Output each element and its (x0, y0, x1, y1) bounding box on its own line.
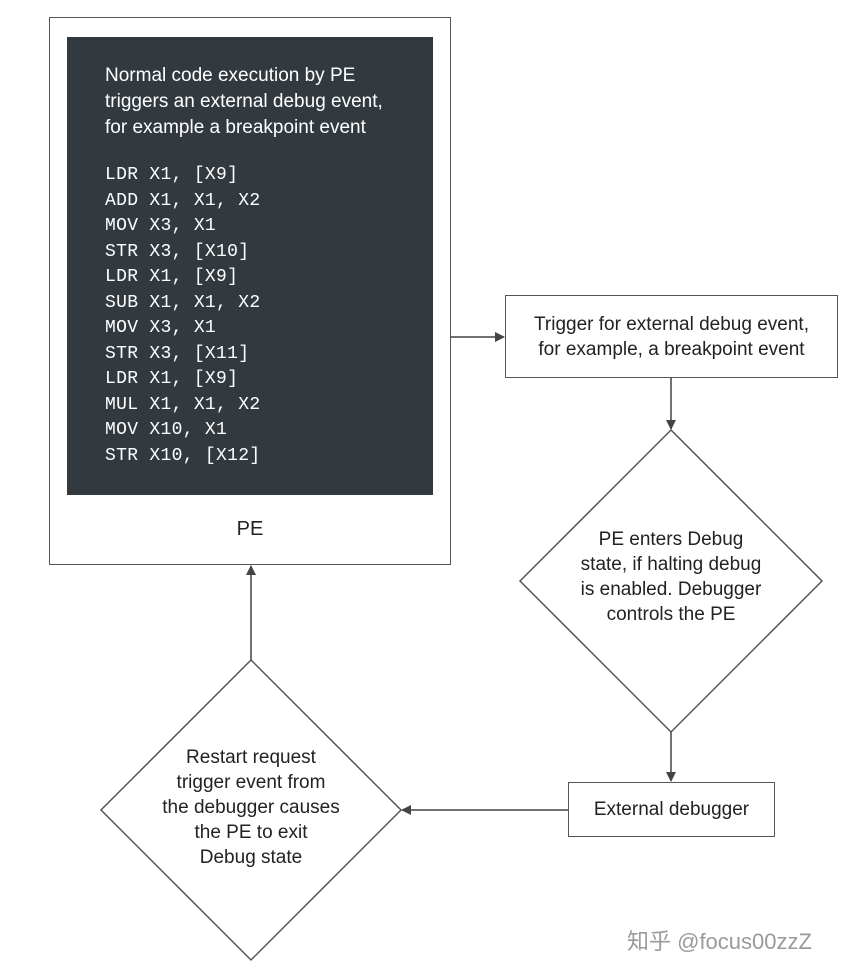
code-listing: LDR X1, [X9] ADD X1, X1, X2 MOV X3, X1 S… (105, 163, 433, 469)
debug-state-line: PE enters Debug (598, 529, 744, 550)
external-debugger-label: External debugger (593, 799, 750, 820)
debug-state-text: PE enters Debug state, if halting debug … (540, 527, 802, 627)
pe-intro-text: Normal code execution by PE triggers an … (105, 63, 425, 141)
external-debugger-box: External debugger (568, 782, 775, 837)
pe-intro-line: triggers an external debug event, (105, 91, 383, 112)
restart-line: Restart request (186, 747, 316, 768)
code-panel: Normal code execution by PE triggers an … (67, 37, 433, 495)
watermark: 知乎 @focus00zzZ (627, 929, 812, 954)
trigger-box: Trigger for external debug event, for ex… (505, 295, 838, 378)
restart-line: trigger event from (176, 772, 326, 793)
code-line: SUB X1, X1, X2 (105, 292, 261, 313)
pe-intro-line: Normal code execution by PE (105, 65, 356, 86)
pe-label: PE (236, 518, 264, 540)
debug-state-line: state, if halting debug (580, 554, 762, 575)
code-line: MUL X1, X1, X2 (105, 394, 261, 415)
trigger-line: for example, a breakpoint event (538, 338, 805, 360)
code-line: MOV X3, X1 (105, 318, 217, 338)
code-line: STR X3, [X11] (105, 343, 250, 364)
restart-line: Debug state (199, 847, 303, 868)
code-line: STR X3, [X10] (105, 241, 250, 262)
restart-line: the debugger causes (162, 797, 340, 818)
restart-diamond-shape (99, 658, 403, 962)
debug-state-line: is enabled. Debugger (580, 579, 762, 600)
restart-line: the PE to exit (194, 822, 308, 843)
code-line: STR X10, [X12] (105, 445, 261, 466)
code-line: MOV X10, X1 (105, 420, 228, 440)
trigger-line: Trigger for external debug event, (534, 313, 809, 335)
pe-intro-line: for example a breakpoint event (105, 117, 366, 138)
debug-state-line: controls the PE (606, 604, 736, 625)
code-line: LDR X1, [X9] (105, 369, 239, 389)
code-line: ADD X1, X1, X2 (105, 190, 261, 211)
code-line: MOV X3, X1 (105, 216, 217, 236)
restart-text: Restart request trigger event from the d… (120, 745, 382, 870)
code-line: LDR X1, [X9] (105, 165, 239, 185)
code-line: LDR X1, [X9] (105, 267, 239, 287)
